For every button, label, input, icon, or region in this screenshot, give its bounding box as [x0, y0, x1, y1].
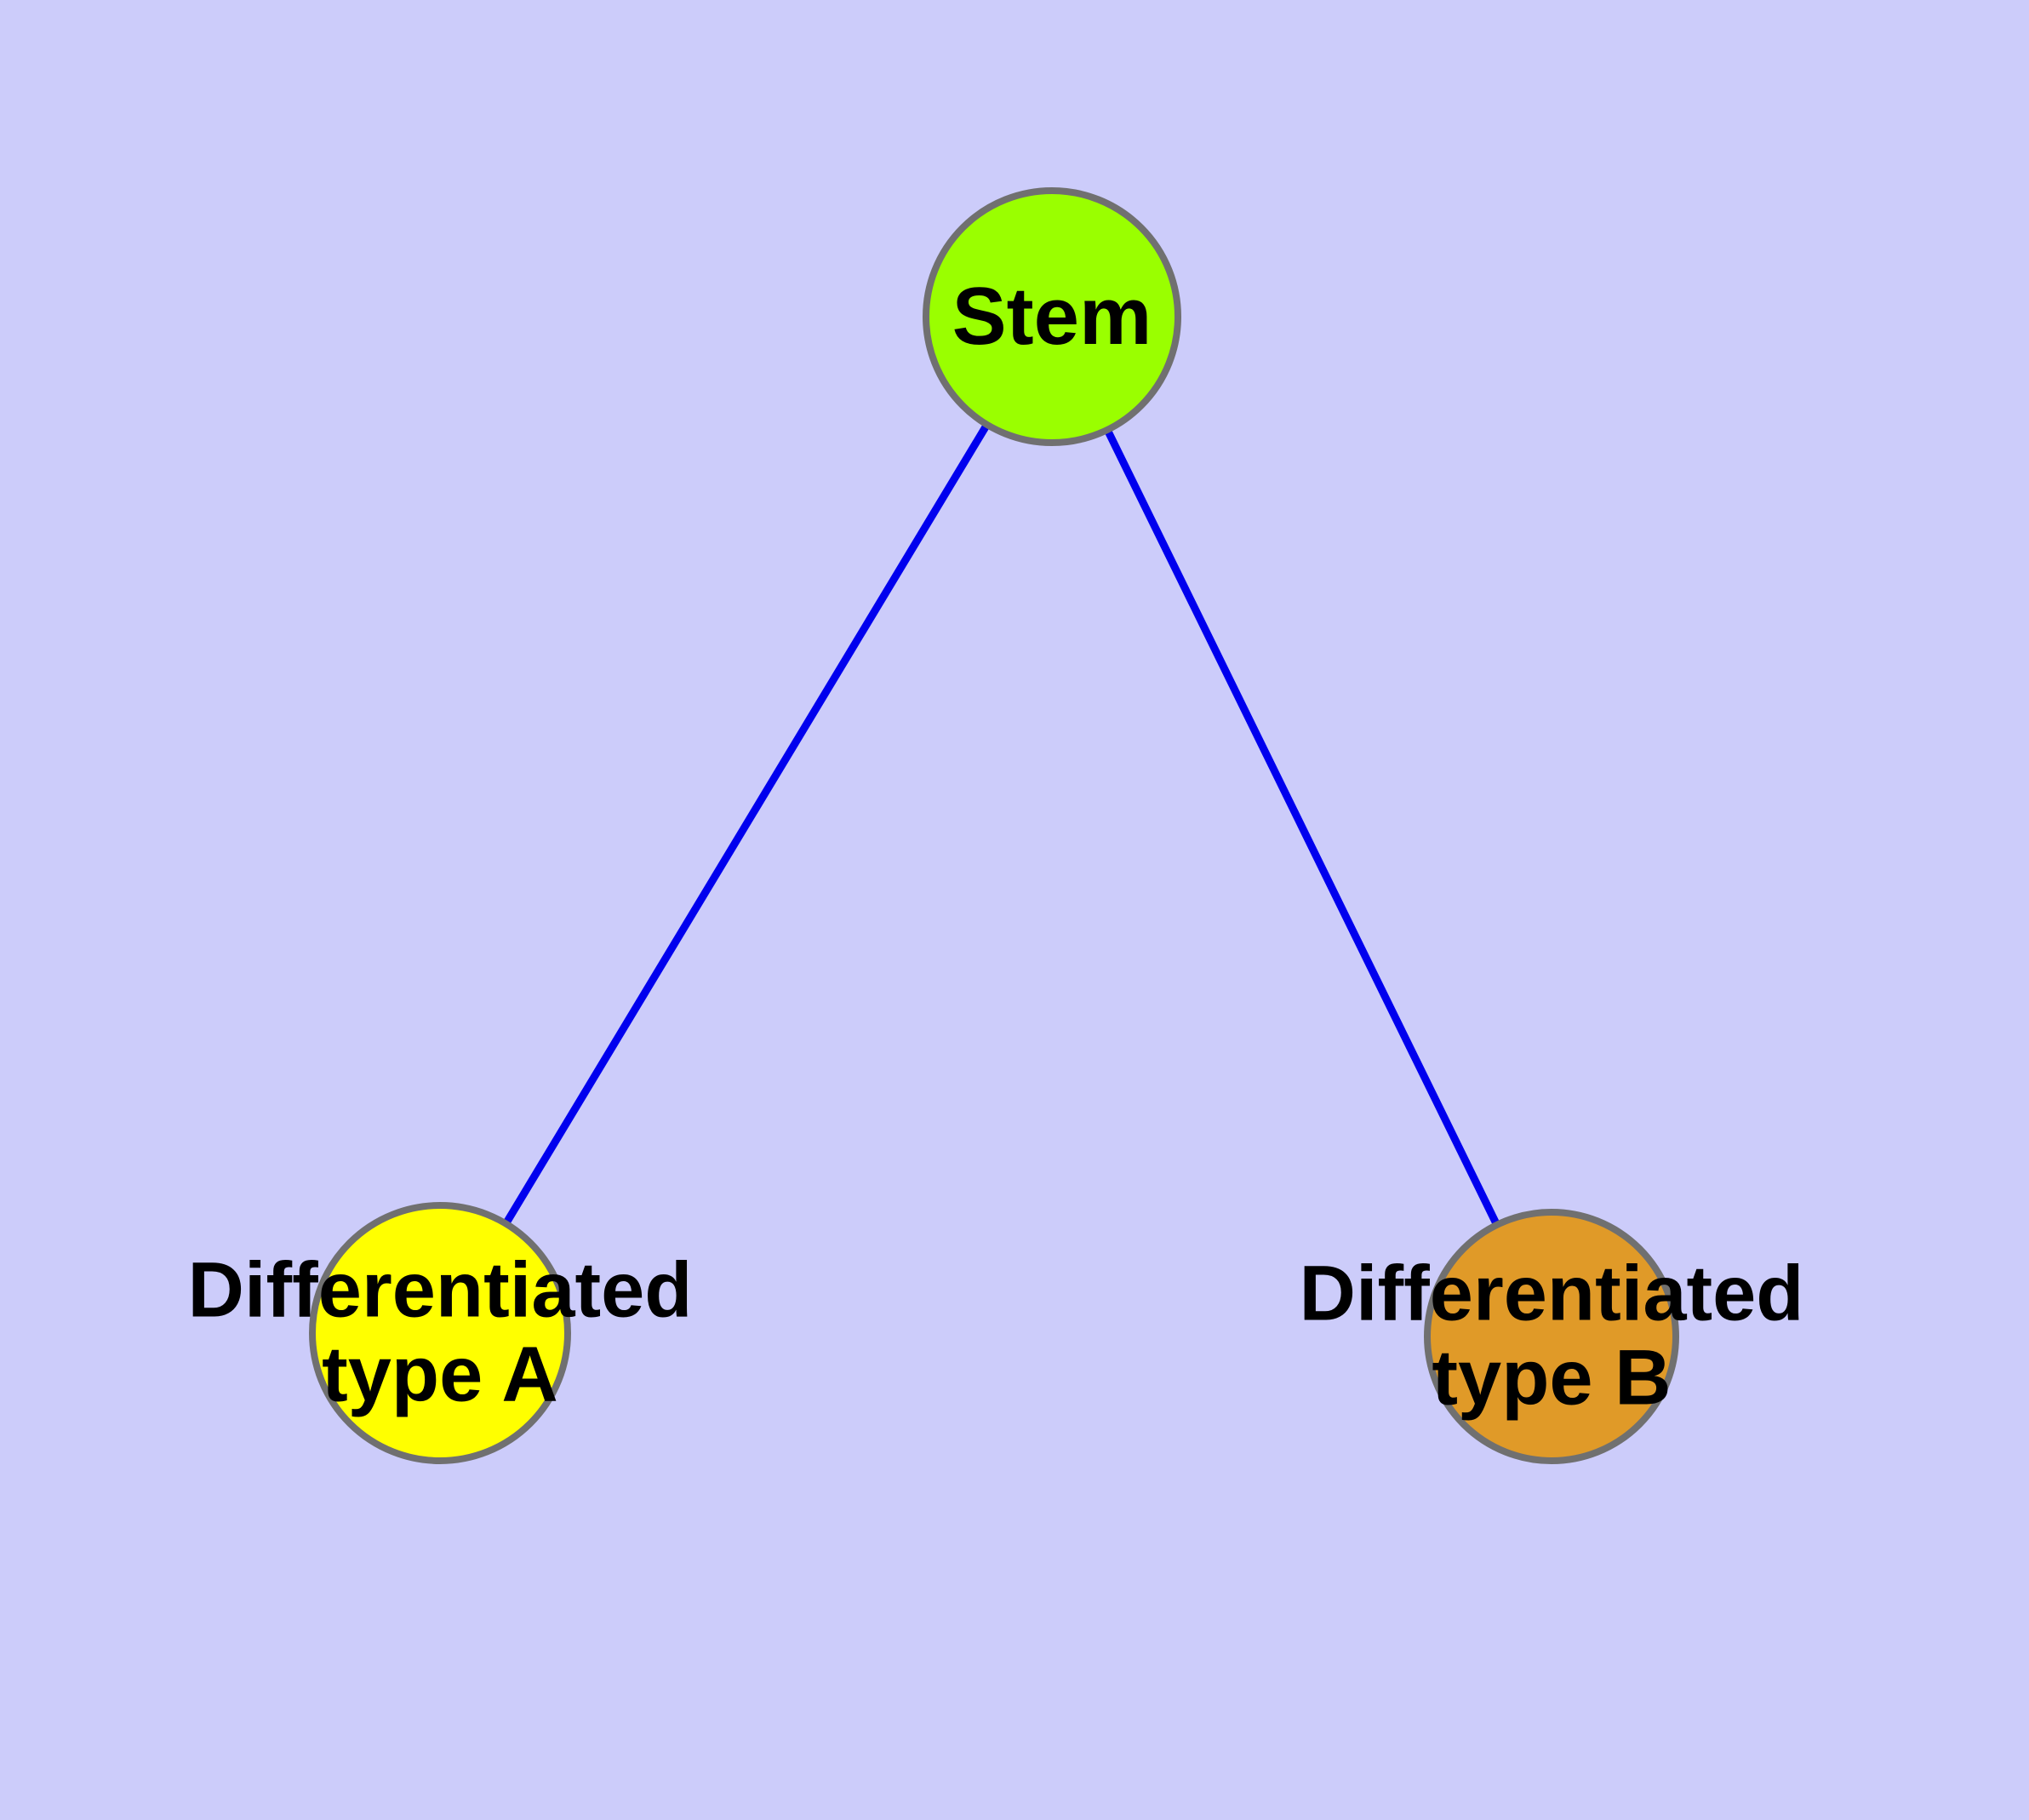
graph-edge-stem-diff_b[interactable] [1104, 429, 1500, 1226]
graph-node-stem[interactable] [923, 187, 1181, 446]
graph-node-diff_b[interactable] [1424, 1209, 1679, 1464]
edges-layer [503, 424, 1500, 1226]
graph-edge-stem-diff_a[interactable] [503, 424, 990, 1225]
nodes-layer [309, 187, 1679, 1464]
graph-node-diff_a[interactable] [309, 1202, 571, 1464]
